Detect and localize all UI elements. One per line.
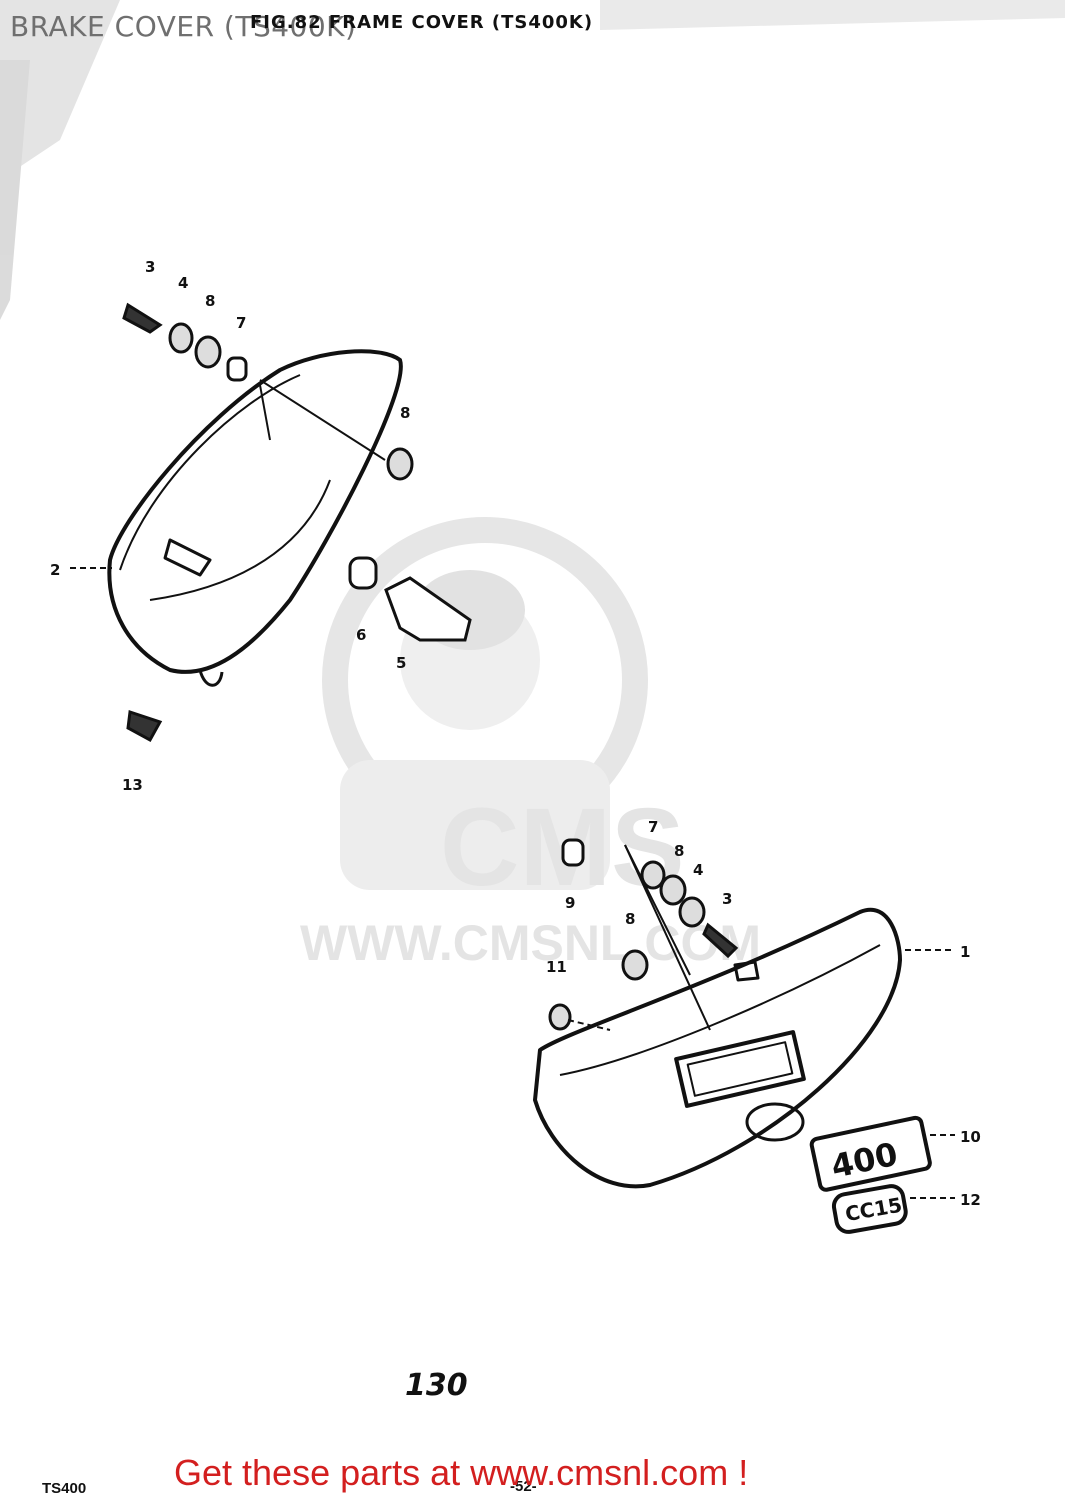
callout-9: 9: [565, 894, 575, 912]
callout-8-b: 8: [400, 404, 410, 422]
callout-5: 5: [396, 654, 406, 672]
callout-11: 11: [546, 958, 567, 976]
lower-hardware: [548, 838, 739, 1031]
cms-watermark: CMS WWW.CMSNL.COM: [300, 517, 761, 971]
frame-cover-right: [533, 907, 902, 1189]
frame-cover-left: [107, 349, 403, 687]
callout-7-lower: 7: [648, 818, 658, 836]
promo-link[interactable]: Get these parts at www.cmsnl.com !: [174, 1452, 749, 1493]
callout-4-upper: 4: [178, 274, 188, 292]
model-code: TS400: [42, 1480, 87, 1497]
callout-1: 1: [960, 943, 970, 961]
callout-13: 13: [122, 776, 143, 794]
page-number: 130: [405, 1368, 468, 1403]
callout-3-upper: 3: [145, 258, 155, 276]
callout-8-d: 8: [625, 910, 635, 928]
figure-title: FIG.82 FRAME COVER (TS400K): [250, 12, 594, 33]
callout-12: 12: [960, 1191, 981, 1209]
overlay-title: BRAKE COVER (TS400K): [10, 10, 357, 43]
callout-7-upper: 7: [236, 314, 246, 332]
leader-lines: [70, 567, 955, 1199]
sheet-code: -52-: [510, 1478, 537, 1495]
upper-hardware: [122, 302, 472, 743]
callout-8-c: 8: [674, 842, 684, 860]
callout-8-a: 8: [205, 292, 215, 310]
callout-6: 6: [356, 626, 366, 644]
emblem-badges: 400 CC15: [809, 1115, 932, 1234]
scan-noise: [0, 0, 1065, 320]
callout-4-lower: 4: [693, 861, 703, 879]
callout-10: 10: [960, 1128, 981, 1146]
callout-3-lower: 3: [722, 890, 732, 908]
callout-2: 2: [50, 561, 60, 579]
callout-labels: 1 2 3 3 4 4 5 6 7 7 8 8 8 8 9 10 11 12 1…: [50, 258, 981, 1209]
